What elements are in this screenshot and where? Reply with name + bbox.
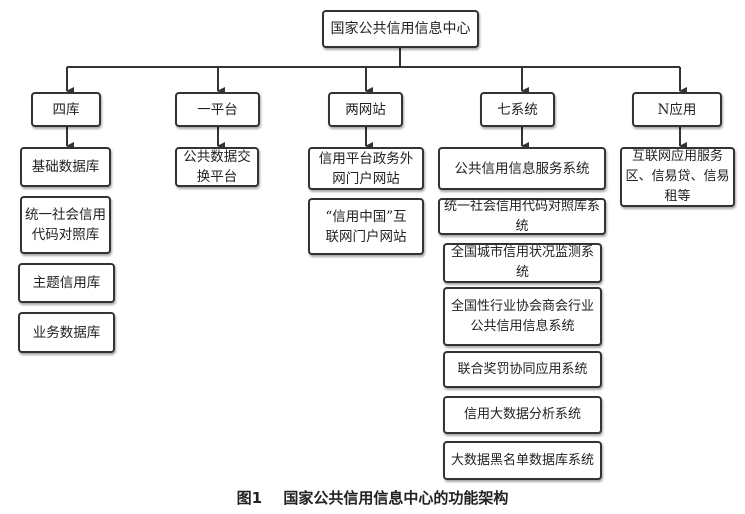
node-gov-extranet-portal: 信用平台政务外网门户网站 — [308, 147, 424, 190]
category-one-platform: 一平台 — [175, 92, 260, 127]
node-basic-database: 基础数据库 — [20, 147, 111, 187]
node-business-database: 业务数据库 — [18, 312, 115, 353]
category-four-databases: 四库 — [31, 92, 101, 127]
figure-number: 图1 — [236, 489, 263, 507]
figure-caption: 图1 国家公共信用信息中心的功能架构 — [0, 487, 745, 508]
node-topic-credit-database: 主题信用库 — [18, 263, 115, 303]
figure-title: 国家公共信用信息中心的功能架构 — [283, 489, 509, 507]
node-internet-applications: 互联网应用服务区、信易贷、信易租等 — [620, 147, 735, 207]
node-credit-china-portal: “信用中国”互联网门户网站 — [308, 198, 424, 255]
node-credit-code-database: 统一社会信用代码对照库 — [20, 196, 111, 254]
node-credit-code-system: 统一社会信用代码对照库系统 — [438, 198, 606, 235]
category-n-applications: N应用 — [632, 92, 722, 127]
node-data-exchange-platform: 公共数据交换平台 — [175, 147, 259, 187]
node-public-credit-service-system: 公共信用信息服务系统 — [438, 147, 606, 190]
category-two-websites: 两网站 — [328, 92, 403, 127]
node-city-credit-monitoring-system: 全国城市信用状况监测系统 — [443, 243, 602, 283]
root-node: 国家公共信用信息中心 — [322, 10, 479, 48]
node-blacklist-database-system: 大数据黑名单数据库系统 — [443, 441, 602, 480]
node-big-data-analysis-system: 信用大数据分析系统 — [443, 396, 602, 434]
node-industry-association-system: 全国性行业协会商会行业公共信用信息系统 — [443, 287, 602, 346]
category-seven-systems: 七系统 — [480, 92, 555, 127]
node-joint-reward-punishment-system: 联合奖罚协同应用系统 — [443, 351, 602, 388]
